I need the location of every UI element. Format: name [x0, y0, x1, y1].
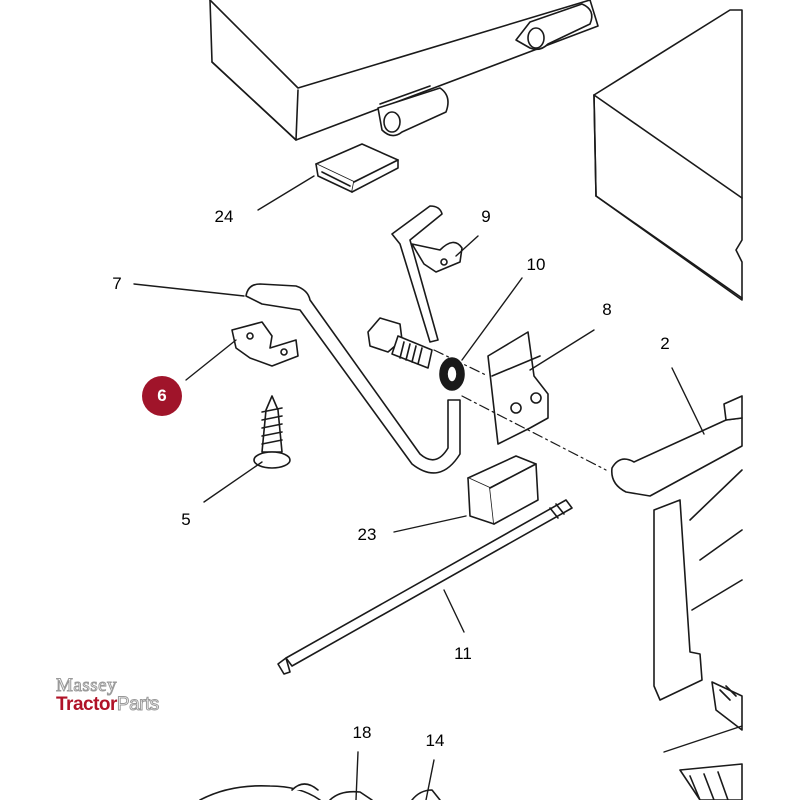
part-9-rod: [391, 205, 463, 343]
part-7-rod: [245, 283, 461, 474]
callout-14[interactable]: 14: [415, 721, 455, 761]
part-24-pad: [315, 143, 399, 193]
callout-8-number: 8: [602, 300, 612, 319]
part-11-long-bolt: [277, 499, 573, 675]
part-23-pad: [467, 455, 539, 525]
part-5-screw: [253, 395, 291, 469]
part-6-clip: [231, 321, 299, 367]
watermark-parts: Parts: [116, 694, 159, 715]
leader-lines: [133, 175, 743, 800]
part-2-frame: [610, 395, 743, 731]
callout-23-number: 23: [357, 525, 377, 544]
callout-14-number: 14: [425, 731, 445, 750]
callout-5-number: 5: [181, 510, 191, 529]
callout-7[interactable]: 7: [97, 264, 137, 304]
callout-9-number: 9: [481, 207, 491, 226]
watermark-line1: Massey: [56, 675, 118, 696]
callout-18[interactable]: 18: [342, 713, 382, 753]
top-housing-left: [209, 0, 599, 141]
assembly-lines: [433, 349, 607, 471]
callout-23[interactable]: 23: [347, 515, 387, 555]
callout-10[interactable]: 10: [516, 245, 556, 285]
callout-2-number: 2: [660, 334, 670, 353]
watermark-tractor: Tractor: [56, 694, 117, 715]
callout-6[interactable]: 6: [142, 376, 182, 416]
callout-18-number: 18: [352, 723, 372, 742]
callout-9[interactable]: 9: [466, 197, 506, 237]
top-housing-right: [593, 9, 743, 301]
callout-7-number: 7: [112, 274, 122, 293]
bolt: [367, 317, 433, 369]
callout-8[interactable]: 8: [587, 290, 627, 330]
bottom-parts: [199, 763, 743, 800]
watermark-line2: TractorParts: [56, 694, 160, 715]
callout-5[interactable]: 5: [166, 500, 206, 540]
callout-24-number: 24: [214, 207, 234, 226]
callout-11-number: 11: [454, 644, 472, 663]
callout-2[interactable]: 2: [645, 324, 685, 364]
callout-6-number: 6: [157, 386, 167, 405]
part-8-plate: [487, 331, 549, 445]
callout-10-number: 10: [526, 255, 546, 274]
callout-24[interactable]: 24: [204, 197, 244, 237]
callout-11[interactable]: 11: [443, 634, 483, 674]
brand-watermark: Massey TractorParts: [56, 675, 160, 715]
part-10-washer: [439, 357, 465, 391]
